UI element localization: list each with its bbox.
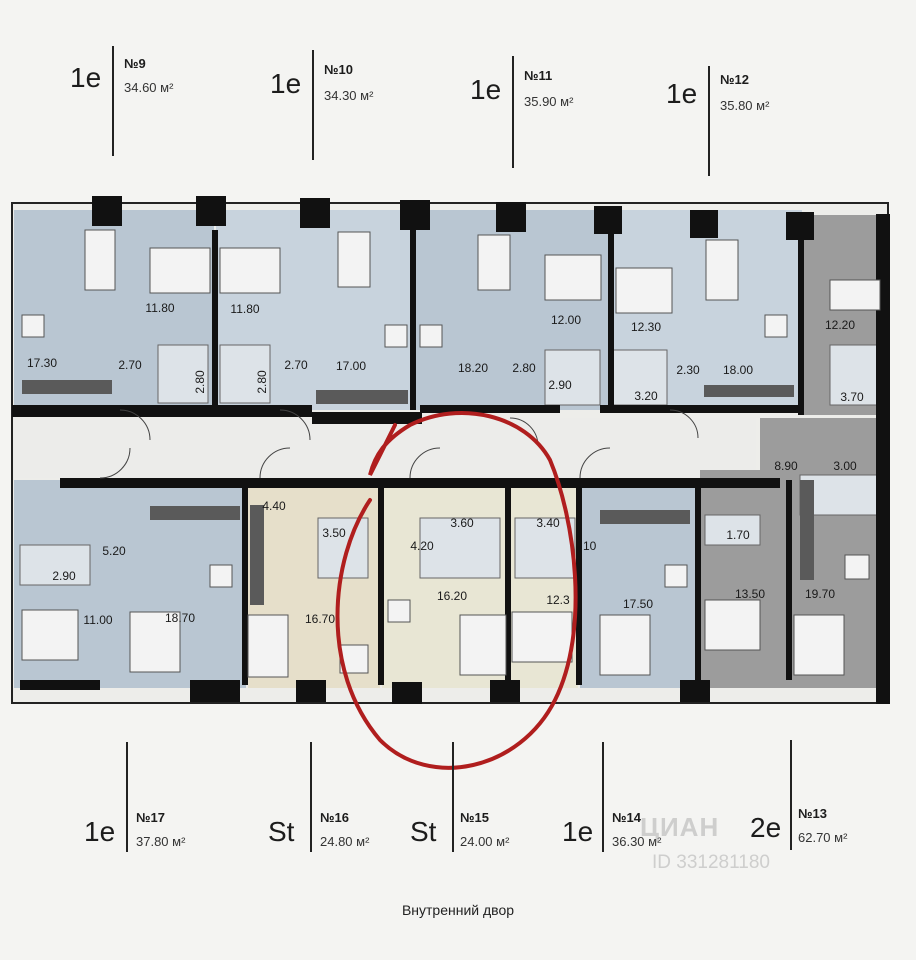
apartment-area: 36.30 м² bbox=[612, 834, 662, 849]
room-area: 17.00 bbox=[335, 359, 367, 373]
room-area: 5.20 bbox=[102, 544, 126, 558]
room-area: 17.50 bbox=[622, 597, 654, 611]
room-area: 2.30 bbox=[676, 363, 700, 377]
apartment-type: 1e bbox=[84, 816, 116, 847]
apartment-area: 34.60 м² bbox=[124, 80, 174, 95]
room-area: 4.40 bbox=[262, 499, 286, 513]
apartment-area: 24.80 м² bbox=[320, 834, 370, 849]
room-area: 11.80 bbox=[145, 301, 175, 315]
room-area: 1.70 bbox=[726, 528, 750, 542]
furniture bbox=[21, 229, 881, 678]
room-area: 2.90 bbox=[52, 569, 76, 583]
apartment-number: №12 bbox=[720, 72, 749, 87]
bathrooms bbox=[19, 344, 883, 586]
apartment-number: №13 bbox=[798, 806, 827, 821]
room-area: .10 bbox=[579, 539, 597, 553]
room-area: 8.90 bbox=[774, 459, 798, 473]
room-area: 19.70 bbox=[804, 587, 836, 601]
room-area: 2.80 bbox=[193, 370, 207, 394]
room-area: 12.00 bbox=[550, 313, 582, 327]
room-area: 16.20 bbox=[436, 589, 468, 603]
apartment-type: 1e bbox=[70, 62, 102, 93]
apartment-number: №9 bbox=[124, 56, 146, 71]
room-area: 11.00 bbox=[83, 613, 113, 627]
room-area: 17.30 bbox=[26, 356, 58, 370]
divider bbox=[452, 742, 454, 852]
divider bbox=[310, 742, 312, 852]
apartment-number: №15 bbox=[460, 810, 489, 825]
divider bbox=[602, 742, 604, 852]
room-area: 2.90 bbox=[548, 378, 572, 392]
apartment-area: 37.80 м² bbox=[136, 834, 186, 849]
apartment-number: №11 bbox=[524, 68, 553, 83]
apartment-type: 1e bbox=[666, 78, 698, 109]
apartment-area: 24.00 м² bbox=[460, 834, 510, 849]
room-area: 12.20 bbox=[824, 318, 856, 332]
room-area: 2.70 bbox=[284, 358, 308, 372]
room-area: 18.20 bbox=[457, 361, 489, 375]
apartment-area: 35.80 м² bbox=[720, 98, 770, 113]
apartment-area: 35.90 м² bbox=[524, 94, 574, 109]
apartment-number: №17 bbox=[136, 810, 165, 825]
apartment-type: 2e bbox=[750, 812, 782, 843]
room-area: 2.80 bbox=[512, 361, 536, 375]
outer-walls bbox=[12, 196, 890, 704]
divider bbox=[312, 50, 314, 160]
apartment-number: №16 bbox=[320, 810, 349, 825]
room-area: 12.30 bbox=[630, 320, 662, 334]
room-area: 3.70 bbox=[840, 390, 864, 404]
apartment-number: №14 bbox=[612, 810, 641, 825]
divider bbox=[708, 66, 710, 176]
divider bbox=[126, 742, 128, 852]
room-area: 12.3 bbox=[546, 593, 570, 607]
room-area: 4.20 bbox=[410, 539, 434, 553]
apartment-number: №10 bbox=[324, 62, 353, 77]
apartment-type: 1e bbox=[470, 74, 502, 105]
divider bbox=[112, 46, 114, 156]
apartment-area: 34.30 м² bbox=[324, 88, 374, 103]
room-area: 3.40 bbox=[536, 516, 560, 530]
apartment-type: 1e bbox=[270, 68, 302, 99]
room-area: 16.70 bbox=[304, 612, 336, 626]
divider bbox=[790, 740, 792, 850]
apartment-type: St bbox=[268, 816, 295, 847]
room-area: 11.80 bbox=[230, 302, 260, 316]
room-area: 18.00 bbox=[722, 363, 754, 377]
unit-13-hall-fill bbox=[760, 418, 886, 478]
room-area: 3.00 bbox=[833, 459, 857, 473]
apartment-area: 62.70 м² bbox=[798, 830, 848, 845]
room-area: 13.50 bbox=[734, 587, 766, 601]
partition-walls bbox=[212, 230, 804, 685]
room-area: 3.20 bbox=[634, 389, 658, 403]
watermark-brand: ЦИАН bbox=[640, 812, 720, 842]
room-area: 2.70 bbox=[118, 358, 142, 372]
room-area: 3.60 bbox=[450, 516, 474, 530]
courtyard-caption: Внутренний двор bbox=[401, 902, 515, 918]
apartment-type: 1e bbox=[562, 816, 594, 847]
watermark-id: ID 331281180 bbox=[652, 852, 770, 873]
apartment-type: St bbox=[410, 816, 437, 847]
room-area: 18.70 bbox=[164, 611, 196, 625]
highlight-circle bbox=[335, 411, 578, 770]
divider bbox=[512, 56, 514, 168]
room-area: 2.80 bbox=[255, 370, 269, 394]
kitchen-counters bbox=[22, 380, 814, 605]
room-area: 3.50 bbox=[322, 526, 346, 540]
